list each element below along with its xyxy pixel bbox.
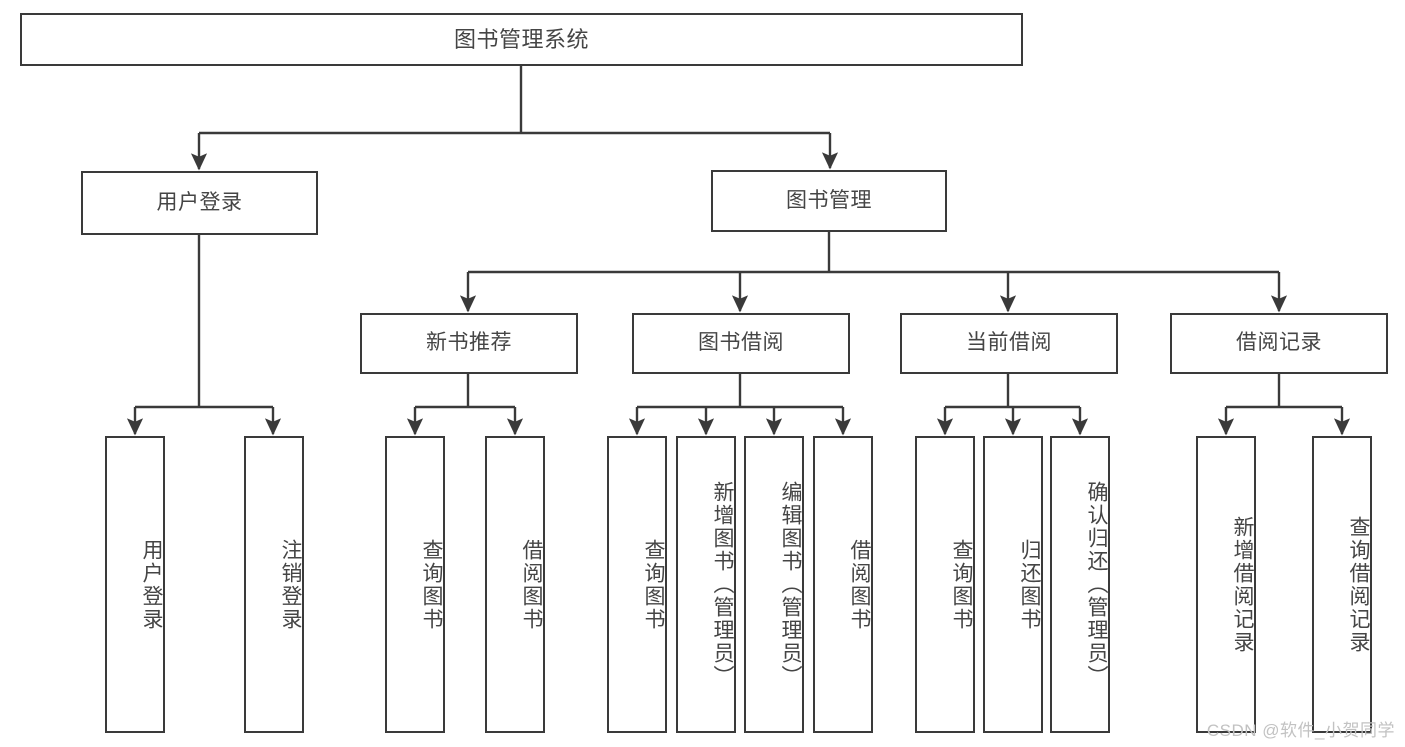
- node-leaf-confirm-return[interactable]: 确认归还（管理员）: [1050, 436, 1110, 733]
- node-borrow-record[interactable]: 借阅记录: [1170, 313, 1388, 374]
- node-leaf-add-record[interactable]: 新增借阅记录: [1196, 436, 1256, 733]
- node-leaf-query-book-2[interactable]: 查询图书: [607, 436, 667, 733]
- node-leaf-query-record[interactable]: 查询借阅记录: [1312, 436, 1372, 733]
- node-leaf-return-book[interactable]: 归还图书: [983, 436, 1043, 733]
- node-root[interactable]: 图书管理系统: [20, 13, 1023, 66]
- node-current-borrow[interactable]: 当前借阅: [900, 313, 1118, 374]
- node-new-book-recommend[interactable]: 新书推荐: [360, 313, 578, 374]
- node-book-borrow[interactable]: 图书借阅: [632, 313, 850, 374]
- node-leaf-query-book-3[interactable]: 查询图书: [915, 436, 975, 733]
- node-leaf-borrow-book-2[interactable]: 借阅图书: [813, 436, 873, 733]
- csdn-watermark: CSDN @软件_小贺同学: [1206, 721, 1395, 740]
- node-leaf-add-book[interactable]: 新增图书（管理员）: [676, 436, 736, 733]
- node-leaf-edit-book[interactable]: 编辑图书（管理员）: [744, 436, 804, 733]
- node-leaf-borrow-book-1[interactable]: 借阅图书: [485, 436, 545, 733]
- node-leaf-logout[interactable]: 注销登录: [244, 436, 304, 733]
- node-leaf-query-book-1[interactable]: 查询图书: [385, 436, 445, 733]
- node-leaf-user-login[interactable]: 用户登录: [105, 436, 165, 733]
- node-user-login[interactable]: 用户登录: [81, 171, 318, 235]
- node-book-manage[interactable]: 图书管理: [711, 170, 947, 232]
